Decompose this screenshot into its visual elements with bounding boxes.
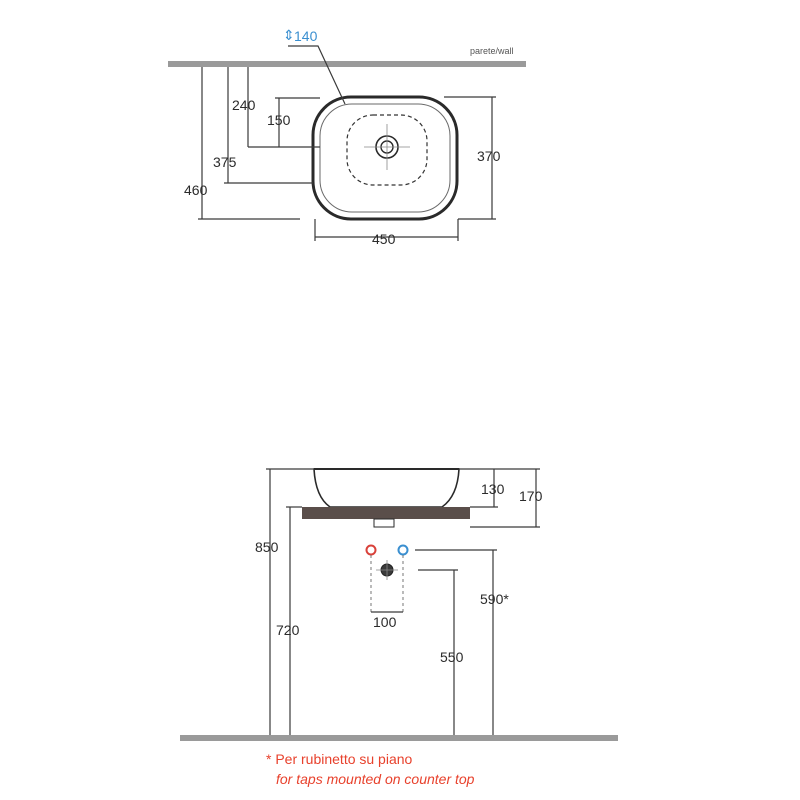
tap-note-italian: * Per rubinetto su piano (266, 751, 413, 767)
dim-720: 720 (276, 622, 300, 638)
dim-450: 450 (372, 231, 396, 247)
basin-inner-outline (319, 103, 451, 213)
basin-profile (313, 468, 460, 508)
tap-height-icon: ⇕ (283, 27, 295, 43)
drain-pipe (373, 518, 395, 528)
dim-130: 130 (481, 481, 505, 497)
dim-590: 590* (480, 591, 509, 607)
dim-100: 100 (373, 614, 397, 630)
dim-460: 460 (184, 182, 208, 198)
tap-note-leader (288, 45, 346, 105)
dim-370: 370 (477, 148, 501, 164)
dim-240: 240 (232, 97, 256, 113)
counter-top (302, 507, 470, 519)
basin-outline (311, 95, 459, 221)
wall-label: parete/wall (470, 46, 514, 56)
dim-550: 550 (440, 649, 464, 665)
dim-170: 170 (519, 488, 543, 504)
tap-height-note: 140 (294, 28, 318, 44)
wall-line (168, 61, 526, 67)
basin-bowl-dashed (346, 114, 428, 186)
floor-line (180, 735, 618, 741)
hot-tap (365, 544, 377, 556)
cold-tap (397, 544, 409, 556)
dim-850: 850 (255, 539, 279, 555)
dim-375: 375 (213, 154, 237, 170)
tap-note-english: for taps mounted on counter top (276, 771, 475, 787)
dim-150: 150 (267, 112, 291, 128)
